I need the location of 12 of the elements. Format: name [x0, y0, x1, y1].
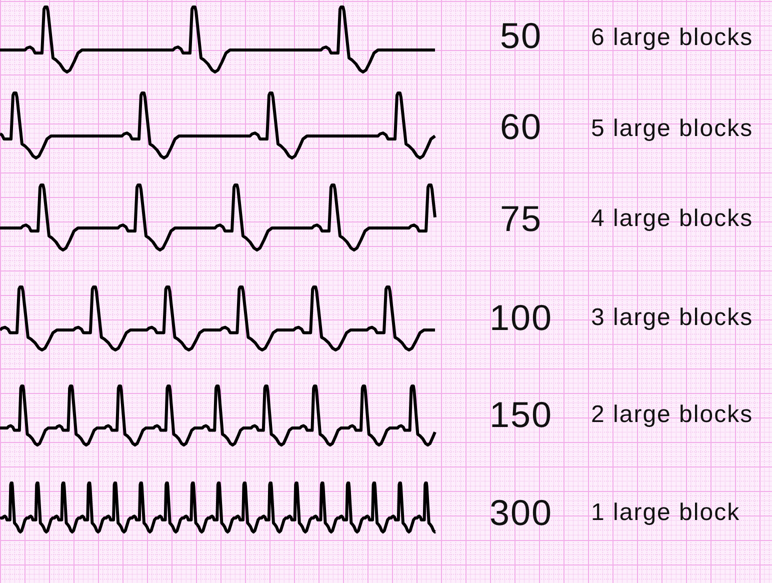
block-count-label: 6 large blocks — [591, 26, 754, 50]
heart-rate-value: 60 — [500, 109, 542, 145]
block-count-label: 5 large blocks — [591, 117, 754, 141]
heart-rate-value: 100 — [489, 300, 553, 336]
block-count-label: 3 large blocks — [591, 306, 754, 330]
heart-rate-value: 150 — [489, 397, 553, 433]
block-count-label: 4 large blocks — [591, 207, 754, 231]
heart-rate-value: 300 — [489, 495, 553, 531]
block-count-label: 2 large blocks — [591, 403, 754, 427]
heart-rate-value: 50 — [500, 18, 542, 54]
heart-rate-value: 75 — [500, 201, 542, 237]
block-count-label: 1 large block — [591, 501, 740, 525]
